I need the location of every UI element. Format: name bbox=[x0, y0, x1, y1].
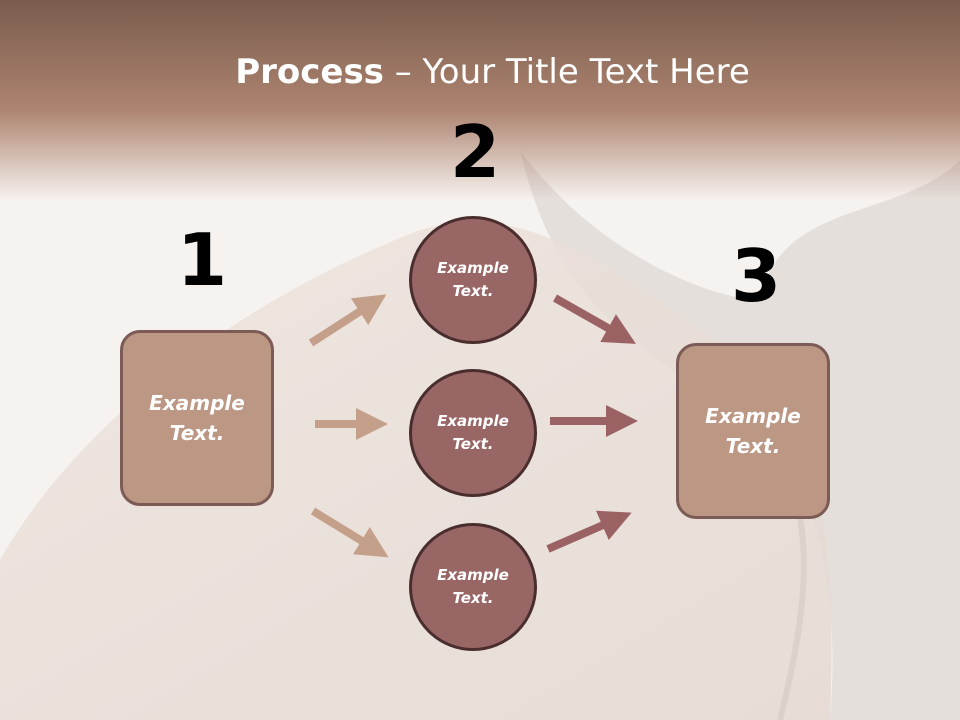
step-2-circle-middle: Example Text. bbox=[409, 369, 537, 497]
step-1-box: Example Text. bbox=[120, 330, 274, 506]
step-3-box-text: Example Text. bbox=[705, 404, 801, 458]
step-1-box-text: Example Text. bbox=[149, 391, 245, 445]
circle-top-text: Example Text. bbox=[437, 259, 509, 300]
step-2-circle-top: Example Text. bbox=[409, 216, 537, 344]
step-3-number: 3 bbox=[731, 234, 782, 318]
circle-bottom-text: Example Text. bbox=[437, 566, 509, 607]
step-3-box: Example Text. bbox=[676, 343, 830, 519]
arrow-bottom-to-3 bbox=[546, 510, 632, 553]
step-2-number: 2 bbox=[450, 110, 501, 194]
arrow-1-to-top bbox=[308, 294, 387, 347]
circle-middle-text: Example Text. bbox=[437, 412, 509, 453]
arrow-1-to-bottom bbox=[310, 507, 389, 558]
arrow-top-to-3 bbox=[553, 294, 636, 344]
title-rest: – Your Title Text Here bbox=[383, 52, 750, 92]
title-bold: Process bbox=[235, 52, 384, 92]
step-1-number: 1 bbox=[177, 218, 228, 302]
step-2-circle-bottom: Example Text. bbox=[409, 523, 537, 651]
slide-title: Process – Your Title Text Here bbox=[0, 52, 960, 92]
